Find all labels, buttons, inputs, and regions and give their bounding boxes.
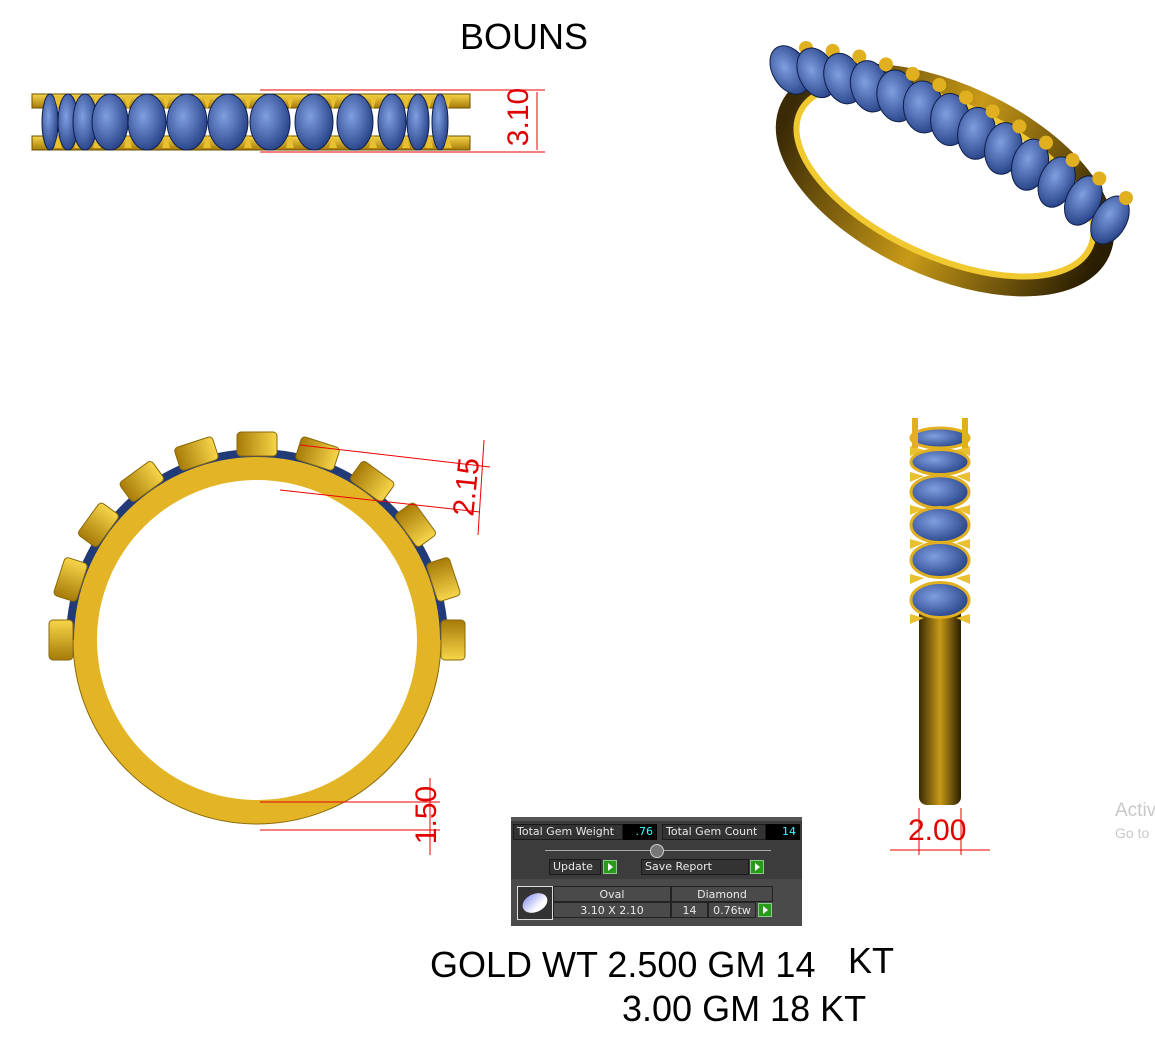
side-view <box>890 418 990 855</box>
prong <box>1065 153 1080 168</box>
gem <box>294 93 334 151</box>
prong <box>1092 171 1107 186</box>
prong <box>912 418 918 448</box>
collapse-toggle[interactable] <box>650 844 664 858</box>
gem <box>127 93 167 151</box>
gem-type: Diamond <box>671 886 773 902</box>
prong <box>426 557 461 602</box>
dimension-shank-width: 2.00 <box>908 814 967 847</box>
gem <box>909 448 971 476</box>
prong <box>286 96 294 148</box>
gem-size: 3.10 X 2.10 <box>553 902 671 918</box>
total-gem-weight-value: .76 <box>623 824 657 840</box>
gem <box>207 93 249 151</box>
gem-report-panel: Total Gem Weight .76 Total Gem Count 14 … <box>511 817 802 926</box>
gem-weight: 0.76tw <box>708 902 756 918</box>
gem <box>41 93 59 151</box>
front-view <box>48 431 491 855</box>
prong <box>1012 119 1027 134</box>
gold-weight-line2: 3.00 GM 18 KT <box>622 988 867 1029</box>
prong <box>985 104 1000 119</box>
dimension-top-height: 3.10 <box>502 87 536 147</box>
prong <box>425 96 433 148</box>
prong <box>54 96 62 148</box>
prong <box>174 436 219 471</box>
prong <box>350 461 395 502</box>
gem <box>249 93 291 151</box>
gem <box>336 93 374 151</box>
gem <box>909 474 971 510</box>
prong <box>1039 135 1053 150</box>
gem-go-icon[interactable] <box>758 903 772 917</box>
prong <box>444 96 452 148</box>
prong <box>1119 191 1133 205</box>
dimension-shank-thickness: 1.50 <box>410 785 444 845</box>
update-button[interactable]: Update <box>549 859 601 875</box>
gold-weight-line1: GOLD WT 2.500 GM 14 <box>430 944 816 985</box>
activation-watermark-sub: Go to <box>1115 825 1150 841</box>
gem <box>909 506 971 544</box>
prong <box>124 96 132 148</box>
prong <box>959 90 973 105</box>
total-gem-count-label: Total Gem Count <box>662 824 766 840</box>
top-view <box>31 89 545 153</box>
gem <box>909 541 971 579</box>
page-title: BOUNS <box>460 16 589 57</box>
perspective-view <box>769 41 1133 297</box>
prong <box>236 431 278 457</box>
prong <box>962 418 968 448</box>
prong <box>78 502 119 547</box>
prong <box>395 502 436 547</box>
gem <box>909 581 971 619</box>
prong <box>203 96 211 148</box>
prong <box>932 77 947 92</box>
prong <box>852 49 867 64</box>
prong <box>329 96 337 148</box>
total-gem-count-value: 14 <box>766 824 800 840</box>
prong <box>48 619 74 661</box>
gold-weight-unit: KT <box>848 940 895 981</box>
save-report-button[interactable]: Save Report <box>641 859 749 875</box>
prong <box>369 96 377 148</box>
prong <box>119 461 164 502</box>
oval-gem-icon <box>517 886 553 920</box>
prong <box>879 57 893 72</box>
gem <box>909 426 971 450</box>
dimension-setting-height: 2.15 <box>447 456 487 518</box>
gem <box>406 93 430 151</box>
total-gem-weight-label: Total Gem Weight <box>513 824 623 840</box>
update-go-icon[interactable] <box>603 860 617 874</box>
prong <box>440 619 466 661</box>
gem <box>91 93 129 151</box>
prong <box>162 96 170 148</box>
prong <box>905 66 920 81</box>
gem <box>166 93 208 151</box>
gem <box>377 93 407 151</box>
save-report-go-icon[interactable] <box>750 860 764 874</box>
prong <box>53 557 88 602</box>
prong <box>402 96 410 148</box>
gem-shape: Oval <box>553 886 671 902</box>
gem <box>431 93 449 151</box>
activation-watermark: Activ <box>1115 800 1155 821</box>
gem-count: 14 <box>671 902 708 918</box>
prong <box>244 96 252 148</box>
